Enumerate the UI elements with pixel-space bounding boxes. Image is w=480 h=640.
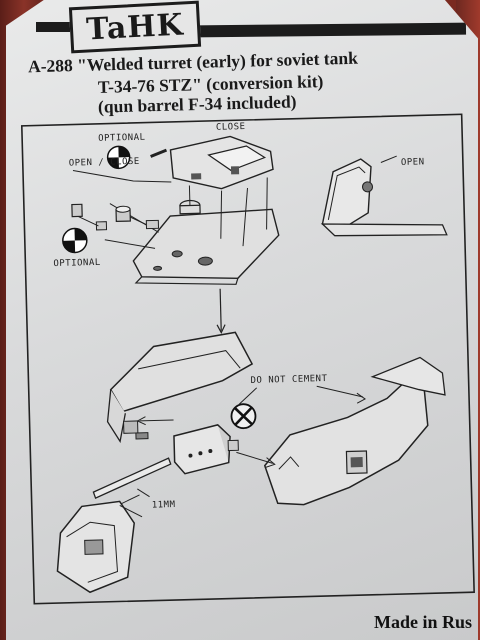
close-label: CLOSE — [215, 122, 246, 133]
optional-part-bottom — [62, 227, 88, 254]
assembly-drawing — [20, 113, 475, 605]
dimension-label: 11MM — [151, 499, 176, 511]
open-close-label: OPEN / CLOSE — [68, 156, 140, 169]
optional-part-top — [106, 145, 131, 170]
optional-label-bottom: OPTIONAL — [53, 257, 101, 270]
periscope-parts — [71, 203, 160, 231]
kit-title-line-3: (qun barrel F-34 included) — [97, 91, 297, 117]
gun-breech — [56, 500, 143, 594]
assembly-diagram: OPTIONAL OPEN / CLOSE CLOSE OPTIONAL OPE… — [20, 112, 478, 608]
gun-mantlet — [173, 424, 239, 475]
diagram-border — [20, 113, 475, 605]
turret-roof-plate — [132, 199, 280, 285]
turret-roof-hatch — [150, 135, 274, 190]
turret-body — [106, 331, 254, 444]
gun-barrel — [92, 457, 172, 506]
brand-bar-left — [36, 22, 70, 32]
instruction-sheet: TaHK A-288 "Welded turret (early) for so… — [6, 0, 478, 640]
do-not-cement-label: DO NOT CEMENT — [250, 373, 328, 386]
do-not-cement-mark — [230, 403, 257, 430]
open-hatch-detail — [320, 155, 448, 237]
turret-side-armor — [263, 356, 446, 506]
made-in-footer: Made in Rus — [373, 612, 472, 632]
brand-bar-right — [195, 22, 467, 38]
brand-logo: TaHK — [68, 0, 202, 54]
optional-label-top: OPTIONAL — [98, 132, 146, 144]
open-label-right: OPEN — [400, 157, 425, 168]
